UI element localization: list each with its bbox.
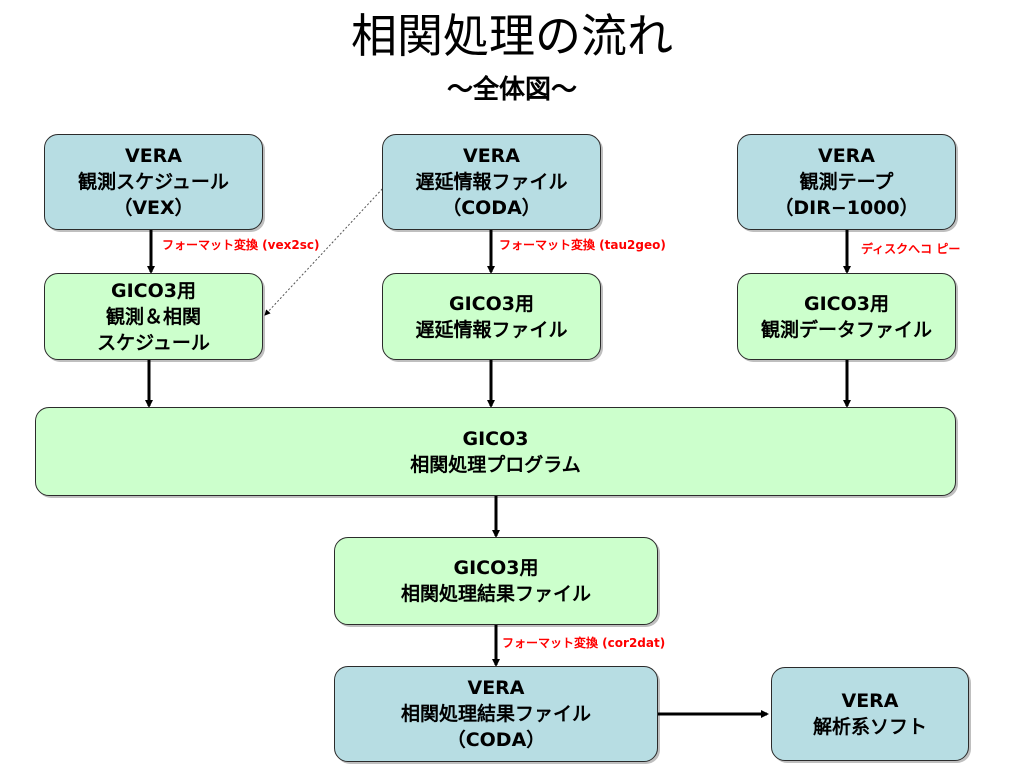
box-label: VERA bbox=[817, 145, 876, 167]
box-label: 相関処理結果ファイル bbox=[400, 583, 591, 605]
box-label: 相関処理結果ファイル bbox=[400, 703, 591, 725]
box-label: （CODA） bbox=[442, 197, 541, 219]
note-vex2sc: フォーマット変換 (vex2sc) bbox=[162, 238, 320, 252]
box-label: GICO3 bbox=[462, 427, 529, 450]
box-label: スケジュール bbox=[97, 331, 210, 354]
vera-schedule-box: VERA 観測スケジュール （VEX） bbox=[44, 134, 263, 230]
gico-schedule-box: GICO3用 観測＆相関 スケジュール bbox=[44, 273, 263, 360]
box-label: VERA bbox=[124, 145, 183, 167]
box-label: VERA bbox=[467, 677, 525, 699]
box-label: 観測データファイル bbox=[760, 318, 932, 341]
note-tau2geo: フォーマット変換 (tau2geo) bbox=[499, 238, 666, 252]
box-label: 観測テープ bbox=[799, 171, 894, 193]
box-label: 遅延情報ファイル bbox=[415, 318, 568, 341]
dotted-arrow-coda-to-gico-schedule bbox=[264, 185, 386, 316]
box-label: VERA bbox=[841, 690, 899, 712]
box-label: （CODA） bbox=[446, 729, 546, 751]
box-label: GICO3用 bbox=[449, 292, 534, 315]
gico-data-box: GICO3用 観測データファイル bbox=[737, 273, 956, 360]
box-label: （VEX） bbox=[113, 197, 194, 219]
box-label: 遅延情報ファイル bbox=[415, 171, 568, 193]
vera-tape-box: VERA 観測テープ （DIR−1000） bbox=[737, 134, 956, 230]
box-label: 解析系ソフト bbox=[812, 716, 927, 738]
note-disk-copy: ディスクへコ ピー bbox=[861, 242, 961, 256]
gico-result-box: GICO3用 相関処理結果ファイル bbox=[334, 537, 658, 625]
box-label: 観測＆相関 bbox=[105, 305, 201, 328]
vera-delay-box: VERA 遅延情報ファイル （CODA） bbox=[382, 134, 601, 230]
diagram-subtitle: ～全体図～ bbox=[446, 75, 577, 105]
vera-result-box: VERA 相関処理結果ファイル （CODA） bbox=[334, 666, 658, 762]
box-label: 相関処理プログラム bbox=[410, 453, 581, 476]
vera-analysis-box: VERA 解析系ソフト bbox=[771, 667, 969, 761]
note-cor2dat: フォーマット変換 (cor2dat) bbox=[502, 636, 666, 650]
diagram-title: 相関処理の流れ bbox=[351, 9, 673, 63]
gico-program-box: GICO3 相関処理プログラム bbox=[35, 407, 956, 496]
box-label: （DIR−1000） bbox=[774, 197, 919, 219]
box-label: 観測スケジュール bbox=[78, 171, 229, 193]
gico-delay-box: GICO3用 遅延情報ファイル bbox=[382, 273, 601, 360]
box-label: VERA bbox=[462, 145, 521, 167]
box-label: GICO3用 bbox=[453, 557, 539, 579]
box-label: GICO3用 bbox=[111, 279, 196, 302]
box-label: GICO3用 bbox=[804, 292, 889, 315]
